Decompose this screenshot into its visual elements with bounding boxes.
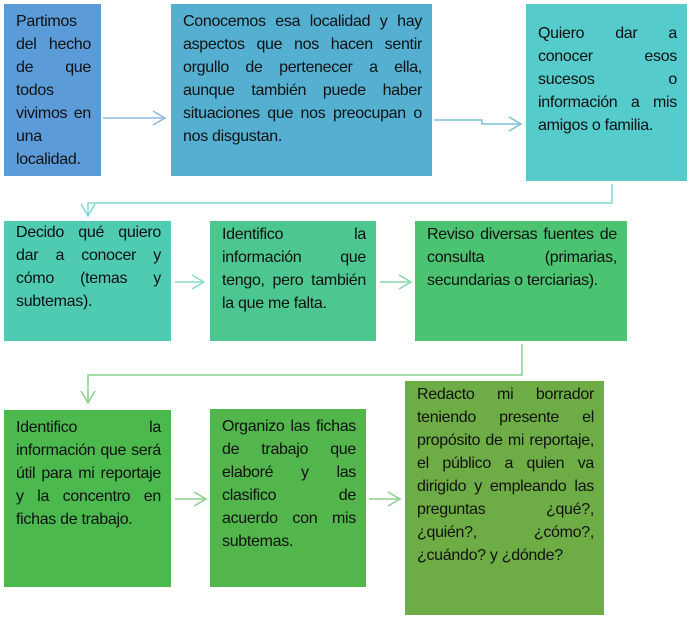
step-8: Organizo las fichas de trabajo que elabo… — [210, 409, 366, 587]
step-1-text: Partimos del hecho de que todos vivimos … — [16, 13, 91, 168]
step-9: Redacto mi borrador teniendo presente el… — [405, 381, 604, 615]
step-3-text: Quiero dar a conocer esos sucesos o info… — [538, 25, 677, 134]
arrow-6-7 — [80, 344, 523, 405]
step-1: Partimos del hecho de que todos vivimos … — [4, 4, 101, 176]
arrow-8-9 — [369, 491, 402, 507]
step-7: Identifico la información que será útil … — [4, 410, 171, 587]
step-4-text: Decido qué quiero dar a conocer y cómo (… — [16, 224, 161, 310]
arrow-5-6 — [380, 274, 413, 290]
arrow-2-3 — [434, 116, 523, 132]
step-7-text: Identifico la información que será útil … — [16, 419, 161, 528]
arrow-3-4 — [80, 184, 613, 218]
step-4: Decido qué quiero dar a conocer y cómo (… — [4, 221, 171, 341]
step-9-text: Redacto mi borrador teniendo presente el… — [417, 386, 594, 564]
step-8-text: Organizo las fichas de trabajo que elabo… — [222, 418, 356, 550]
step-6-text: Reviso diversas fuentes de consulta (pri… — [427, 226, 617, 289]
arrow-1-2 — [103, 110, 167, 126]
step-2-text: Conocemos esa localidad y hay aspectos q… — [183, 13, 422, 145]
step-5: Identifico la información que tengo, per… — [210, 221, 376, 341]
step-3: Quiero dar a conocer esos sucesos o info… — [526, 4, 687, 181]
step-2: Conocemos esa localidad y hay aspectos q… — [171, 4, 432, 176]
step-6: Reviso diversas fuentes de consulta (pri… — [415, 221, 627, 341]
step-5-text: Identifico la información que tengo, per… — [222, 226, 366, 312]
arrow-4-5 — [175, 274, 206, 290]
arrow-7-8 — [175, 491, 208, 507]
